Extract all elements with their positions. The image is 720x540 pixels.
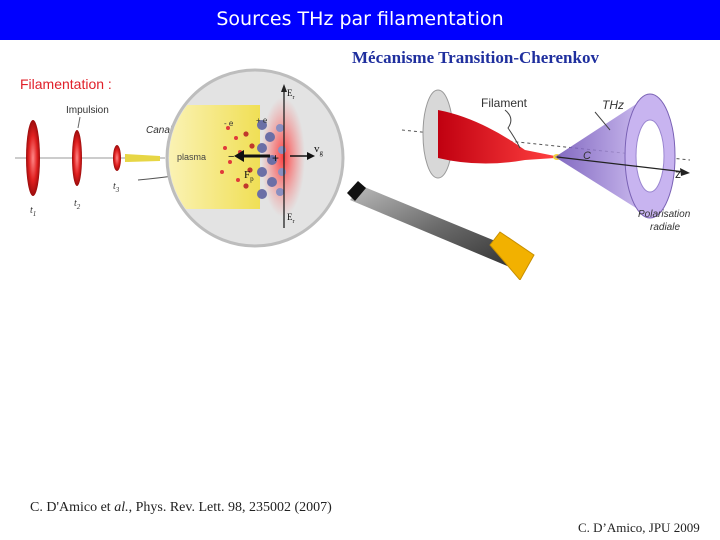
pulse-t2	[72, 130, 82, 186]
pulse-t3	[113, 145, 121, 171]
time-t2: t	[74, 198, 77, 209]
slide-title: Sources THz par filamentation	[216, 8, 504, 30]
electron-minus-label: - e	[224, 119, 234, 128]
magnifier-handle	[347, 181, 535, 280]
time-t3: t	[113, 181, 116, 192]
canal-beam	[125, 154, 160, 162]
time-t1: t	[30, 205, 33, 216]
svg-text:t1: t1	[30, 205, 36, 218]
filament-beam	[438, 110, 555, 164]
c-label: C	[583, 150, 591, 162]
e-field-bottom-label: Er	[287, 212, 295, 225]
reference-suffix: , Phys. Rev. Lett. 98, 235002 (2007)	[128, 500, 332, 515]
filament-label: Filament	[481, 96, 528, 110]
filamentation-sketch: Impulsion Canal t1 t2 t3	[15, 105, 181, 218]
filamentation-label: Filamentation :	[20, 76, 112, 92]
svg-text:t2: t2	[74, 198, 81, 211]
svg-text:t3: t3	[113, 181, 120, 194]
electron-plus-label: + e	[256, 116, 268, 125]
magnifier-lens: plasma - e + e − + vg Fp Er Er	[165, 68, 345, 248]
figure: Impulsion Canal t1 t2 t3	[15, 68, 691, 280]
velocity-label: vg	[314, 143, 324, 157]
force-label: Fp	[244, 169, 254, 183]
e-field-top-label: Er	[287, 88, 295, 101]
minus-sign: −	[228, 151, 234, 163]
plasma-label: plasma	[177, 152, 206, 162]
thz-label: THz	[602, 98, 624, 112]
reference-etal: al.	[114, 500, 129, 515]
reference-prefix: C. D'Amico et	[30, 500, 115, 515]
mechanism-title: Mécanisme Transition-Cherenkov	[352, 48, 599, 67]
cherenkov-cone-diagram: Filament THz C z Polarisation radiale	[401, 89, 691, 233]
reference-citation: C. D'Amico et al., Phys. Rev. Lett. 98, …	[30, 500, 332, 516]
canal-label: Canal	[146, 125, 173, 136]
polarisation-label: Polarisation	[638, 209, 691, 220]
z-axis-label: z	[675, 167, 681, 181]
impulsion-label: Impulsion	[66, 105, 109, 116]
plus-sign: +	[272, 151, 279, 165]
pulse-t1	[26, 120, 40, 196]
title-bar: Sources THz par filamentation	[0, 0, 720, 40]
credit-text: C. D’Amico, JPU 2009	[578, 520, 700, 535]
radiale-label: radiale	[650, 222, 680, 233]
